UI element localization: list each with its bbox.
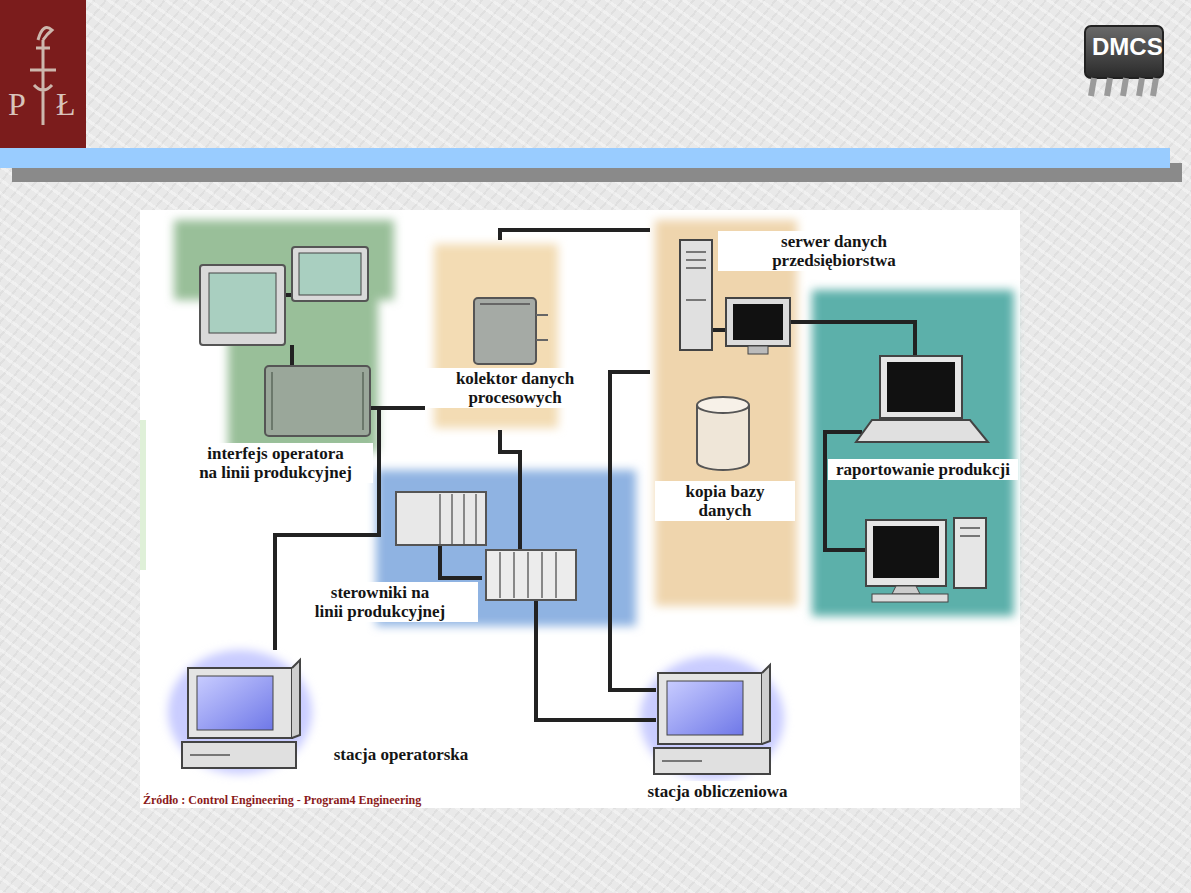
diagram-panel xyxy=(140,420,146,570)
computing-station-computer xyxy=(654,748,770,774)
hmi-panels xyxy=(292,247,368,301)
hmi-panels xyxy=(265,366,370,436)
region-backgrounds xyxy=(168,650,312,774)
controllers-region: sterowniki na linii produkcyjnej xyxy=(280,465,640,630)
plc-controllers xyxy=(486,550,576,600)
dmcs-chip xyxy=(1085,26,1163,96)
node-label: sterowniki na linii produkcyjnej xyxy=(282,582,478,622)
node-label: serwer danych przedsiębiorstwa xyxy=(718,231,950,271)
reporting-computers xyxy=(856,420,988,442)
node-label: kopia bazy danych xyxy=(655,481,795,521)
logo-letter: Ł xyxy=(56,86,76,123)
node-label: stacja operatorska xyxy=(311,744,491,765)
data-collector-region: kolektor danych procesowych xyxy=(425,240,605,430)
operator-station-computer xyxy=(190,754,230,756)
reporting-computers xyxy=(880,356,962,418)
dmcs-chip xyxy=(1091,78,1156,96)
computing-station-computer xyxy=(667,681,743,735)
server-and-database xyxy=(748,346,768,354)
production-reporting-region: raportowanie produkcji xyxy=(808,285,1018,620)
reporting-computers xyxy=(960,528,980,536)
server-and-database xyxy=(680,240,800,470)
server-and-database xyxy=(726,298,790,346)
network-cable xyxy=(610,372,650,690)
hmi-panels xyxy=(200,265,285,345)
region-backgrounds xyxy=(640,656,784,780)
reporting-computers xyxy=(872,594,948,602)
server-and-database xyxy=(697,397,749,413)
operator-station-computer xyxy=(197,676,273,730)
plc-controllers xyxy=(440,494,476,544)
server-and-database xyxy=(697,405,749,470)
computing-station: stacja obliczeniowa xyxy=(625,655,810,810)
network-cable xyxy=(500,230,650,240)
hmi-panels xyxy=(209,273,276,333)
diagram-panel xyxy=(140,210,1020,808)
node-label: kolektor danych procesowych xyxy=(425,368,605,408)
logo-text: DMCS xyxy=(1092,33,1163,61)
hmi-panels xyxy=(272,372,363,430)
data-collector-box xyxy=(474,298,548,364)
computing-station-computer xyxy=(625,665,770,774)
server-and-database xyxy=(686,252,706,300)
region-backgrounds xyxy=(655,220,797,606)
network-cable xyxy=(800,322,808,323)
hmi-panels xyxy=(200,247,395,436)
source-note: Źródło : Control Engineering - Program4 … xyxy=(143,793,421,808)
operator-station-computer xyxy=(292,660,300,738)
hmi-panels xyxy=(299,253,361,295)
network-cable xyxy=(500,430,520,465)
reporting-computers xyxy=(954,518,986,588)
network-cable xyxy=(800,320,808,324)
logo-letter: P xyxy=(8,86,26,123)
header-logo xyxy=(30,28,56,125)
computing-station-computer xyxy=(625,690,656,720)
node-label: stacja obliczeniowa xyxy=(625,781,810,802)
diagram-panel xyxy=(140,210,1020,808)
reporting-computers xyxy=(887,362,955,412)
reporting-computers xyxy=(866,520,946,586)
computing-station-computer xyxy=(658,673,762,744)
plc-controllers xyxy=(500,552,556,598)
data-collector-box xyxy=(474,298,536,364)
server-and-database xyxy=(680,240,712,350)
data-collector-box xyxy=(480,304,548,340)
region-backgrounds xyxy=(168,220,1014,780)
reporting-computers xyxy=(873,526,939,578)
node-label: interfejs operatora na linii produkcyjne… xyxy=(178,443,373,483)
title-bar xyxy=(0,148,1182,182)
network-cable xyxy=(500,230,650,240)
header-logo xyxy=(0,0,86,148)
plc-controllers xyxy=(396,492,486,545)
region-backgrounds xyxy=(174,220,394,452)
operator-station-computer xyxy=(182,660,300,768)
header-logo xyxy=(0,0,86,148)
operator-station-computer xyxy=(188,668,292,738)
computing-station-computer xyxy=(662,760,702,762)
operator-station: stacja operatorska xyxy=(175,650,495,780)
title-bar xyxy=(0,148,1170,168)
enterprise-server-region: serwer danych przedsiębiorstwakopia bazy… xyxy=(650,215,800,610)
computing-station-computer xyxy=(762,665,770,744)
network-cable xyxy=(610,372,650,690)
dmcs-chip xyxy=(1085,26,1163,78)
server-and-database xyxy=(733,304,783,340)
operator-interface-region: interfejs operatora na linii produkcyjne… xyxy=(170,215,395,495)
reporting-computers xyxy=(892,586,920,594)
node-label: raportowanie produkcji xyxy=(828,459,1018,480)
network-cable xyxy=(500,430,520,465)
operator-station-computer xyxy=(182,742,296,768)
